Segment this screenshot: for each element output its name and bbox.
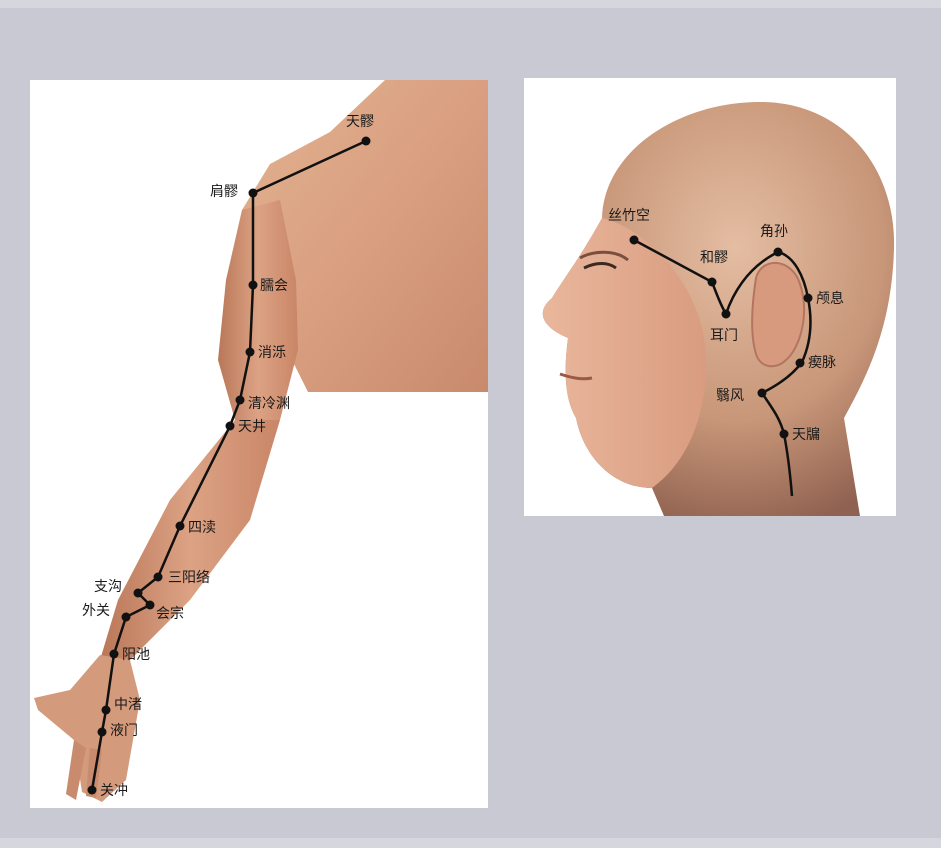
point-label-qinglengyuan: 清冷渊 xyxy=(248,396,290,412)
point-label-ermen: 耳门 xyxy=(710,328,738,344)
point-dot-yangchi xyxy=(110,650,119,659)
point-dot-heliao xyxy=(708,278,717,287)
point-dot-tianjing xyxy=(226,422,235,431)
point-label-chimai: 瘈脉 xyxy=(808,355,836,371)
point-label-guanchong: 关冲 xyxy=(100,783,128,799)
upper-arm-shape xyxy=(218,200,298,420)
point-dot-xiaoluo xyxy=(246,348,255,357)
point-label-zhigou: 支沟 xyxy=(94,579,122,595)
arm-illustration xyxy=(30,80,488,808)
point-dot-tianyou xyxy=(780,430,789,439)
point-dot-luxi xyxy=(804,294,813,303)
point-label-sanyangluo: 三阳络 xyxy=(168,570,210,586)
point-dot-jianliao xyxy=(249,189,258,198)
point-label-sidu: 四渎 xyxy=(188,520,216,536)
point-dot-tianliao xyxy=(362,137,371,146)
point-label-tianliao: 天髎 xyxy=(346,114,374,130)
point-dot-zhigou xyxy=(134,589,143,598)
point-label-yemen: 液门 xyxy=(110,723,138,739)
point-dot-jiaosun xyxy=(774,248,783,257)
point-label-tianyou: 天牖 xyxy=(792,427,820,443)
head-meridian-panel: 丝竹空 和髎 耳门 角孙 颅息 瘈脉 翳风 天牖 xyxy=(524,78,896,516)
point-dot-sizhukong xyxy=(630,236,639,245)
point-label-yifeng: 翳风 xyxy=(716,388,744,404)
point-label-tianjing: 天井 xyxy=(238,419,266,435)
point-dot-ermen xyxy=(722,310,731,319)
point-label-xiaoluo: 消泺 xyxy=(258,345,286,361)
forearm-shape xyxy=(100,420,280,660)
point-label-zhongzhu: 中渚 xyxy=(114,697,142,713)
point-label-yangchi: 阳池 xyxy=(122,647,150,663)
point-label-sizhukong: 丝竹空 xyxy=(608,208,650,224)
arm-meridian-panel: 天髎 肩髎 臑会 消泺 清冷渊 天井 四渎 三阳络 支沟 会宗 外关 阳池 中渚… xyxy=(30,80,488,808)
point-dot-qinglengyuan xyxy=(236,396,245,405)
point-dot-sidu xyxy=(176,522,185,531)
point-label-jianliao: 肩髎 xyxy=(210,184,238,200)
point-dot-waiguan xyxy=(122,613,131,622)
point-dot-guanchong xyxy=(88,786,97,795)
point-dot-huizong xyxy=(146,601,155,610)
point-label-naohui: 臑会 xyxy=(260,278,288,294)
point-label-heliao: 和髎 xyxy=(700,250,728,266)
point-dot-chimai xyxy=(796,359,805,368)
point-dot-yemen xyxy=(98,728,107,737)
point-label-huizong: 会宗 xyxy=(156,606,184,622)
point-dot-naohui xyxy=(249,281,258,290)
point-dot-yifeng xyxy=(758,389,767,398)
point-label-luxi: 颅息 xyxy=(816,291,844,307)
point-dot-zhongzhu xyxy=(102,706,111,715)
point-dot-sanyangluo xyxy=(154,573,163,582)
point-label-jiaosun: 角孙 xyxy=(760,224,788,240)
point-label-waiguan: 外关 xyxy=(82,603,110,619)
